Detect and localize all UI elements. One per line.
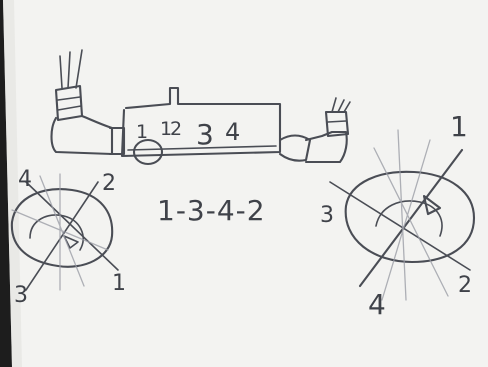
left-circle-number-1: 1 bbox=[112, 271, 126, 296]
engine-sketch bbox=[50, 49, 351, 166]
left-circle-number-4: 4 bbox=[18, 167, 32, 192]
left-circle-number-2: 2 bbox=[102, 171, 116, 196]
right-circle-number-1: 1 bbox=[450, 110, 468, 143]
firing-order-label: 1-3-4-2 bbox=[157, 194, 266, 227]
cylinder-number-4: 4 bbox=[225, 118, 240, 146]
cylinder-number-3: 3 bbox=[196, 118, 214, 151]
paper-shadow bbox=[3, 0, 22, 367]
right-coupling bbox=[278, 134, 312, 162]
right-circle-number-4: 4 bbox=[368, 288, 386, 321]
left-rotor-arc bbox=[29, 214, 84, 251]
right-wires-icon bbox=[331, 97, 351, 113]
right-rotor-arrow-icon bbox=[422, 194, 442, 216]
cylinder-number-2: 2 bbox=[170, 118, 182, 140]
left-distributor-sketch bbox=[10, 173, 119, 291]
left-wires-icon bbox=[59, 49, 83, 89]
right-elbow bbox=[304, 130, 348, 164]
right-spark-cap bbox=[324, 110, 350, 138]
cylinder-number-1: 1 bbox=[136, 121, 148, 143]
start-marker-circle bbox=[132, 138, 164, 166]
cylinder-number-1b: 1 bbox=[160, 118, 172, 140]
left-cap-outline bbox=[10, 188, 114, 268]
paper-sheet bbox=[3, 0, 488, 367]
right-distributor-sketch bbox=[329, 129, 476, 301]
engine-block bbox=[120, 86, 282, 158]
right-circle-number-2: 2 bbox=[458, 273, 472, 298]
left-circle-number-3: 3 bbox=[14, 283, 28, 308]
right-rotor-arc bbox=[375, 200, 443, 237]
right-circle-number-3: 3 bbox=[320, 203, 334, 228]
left-coupling bbox=[108, 126, 126, 156]
